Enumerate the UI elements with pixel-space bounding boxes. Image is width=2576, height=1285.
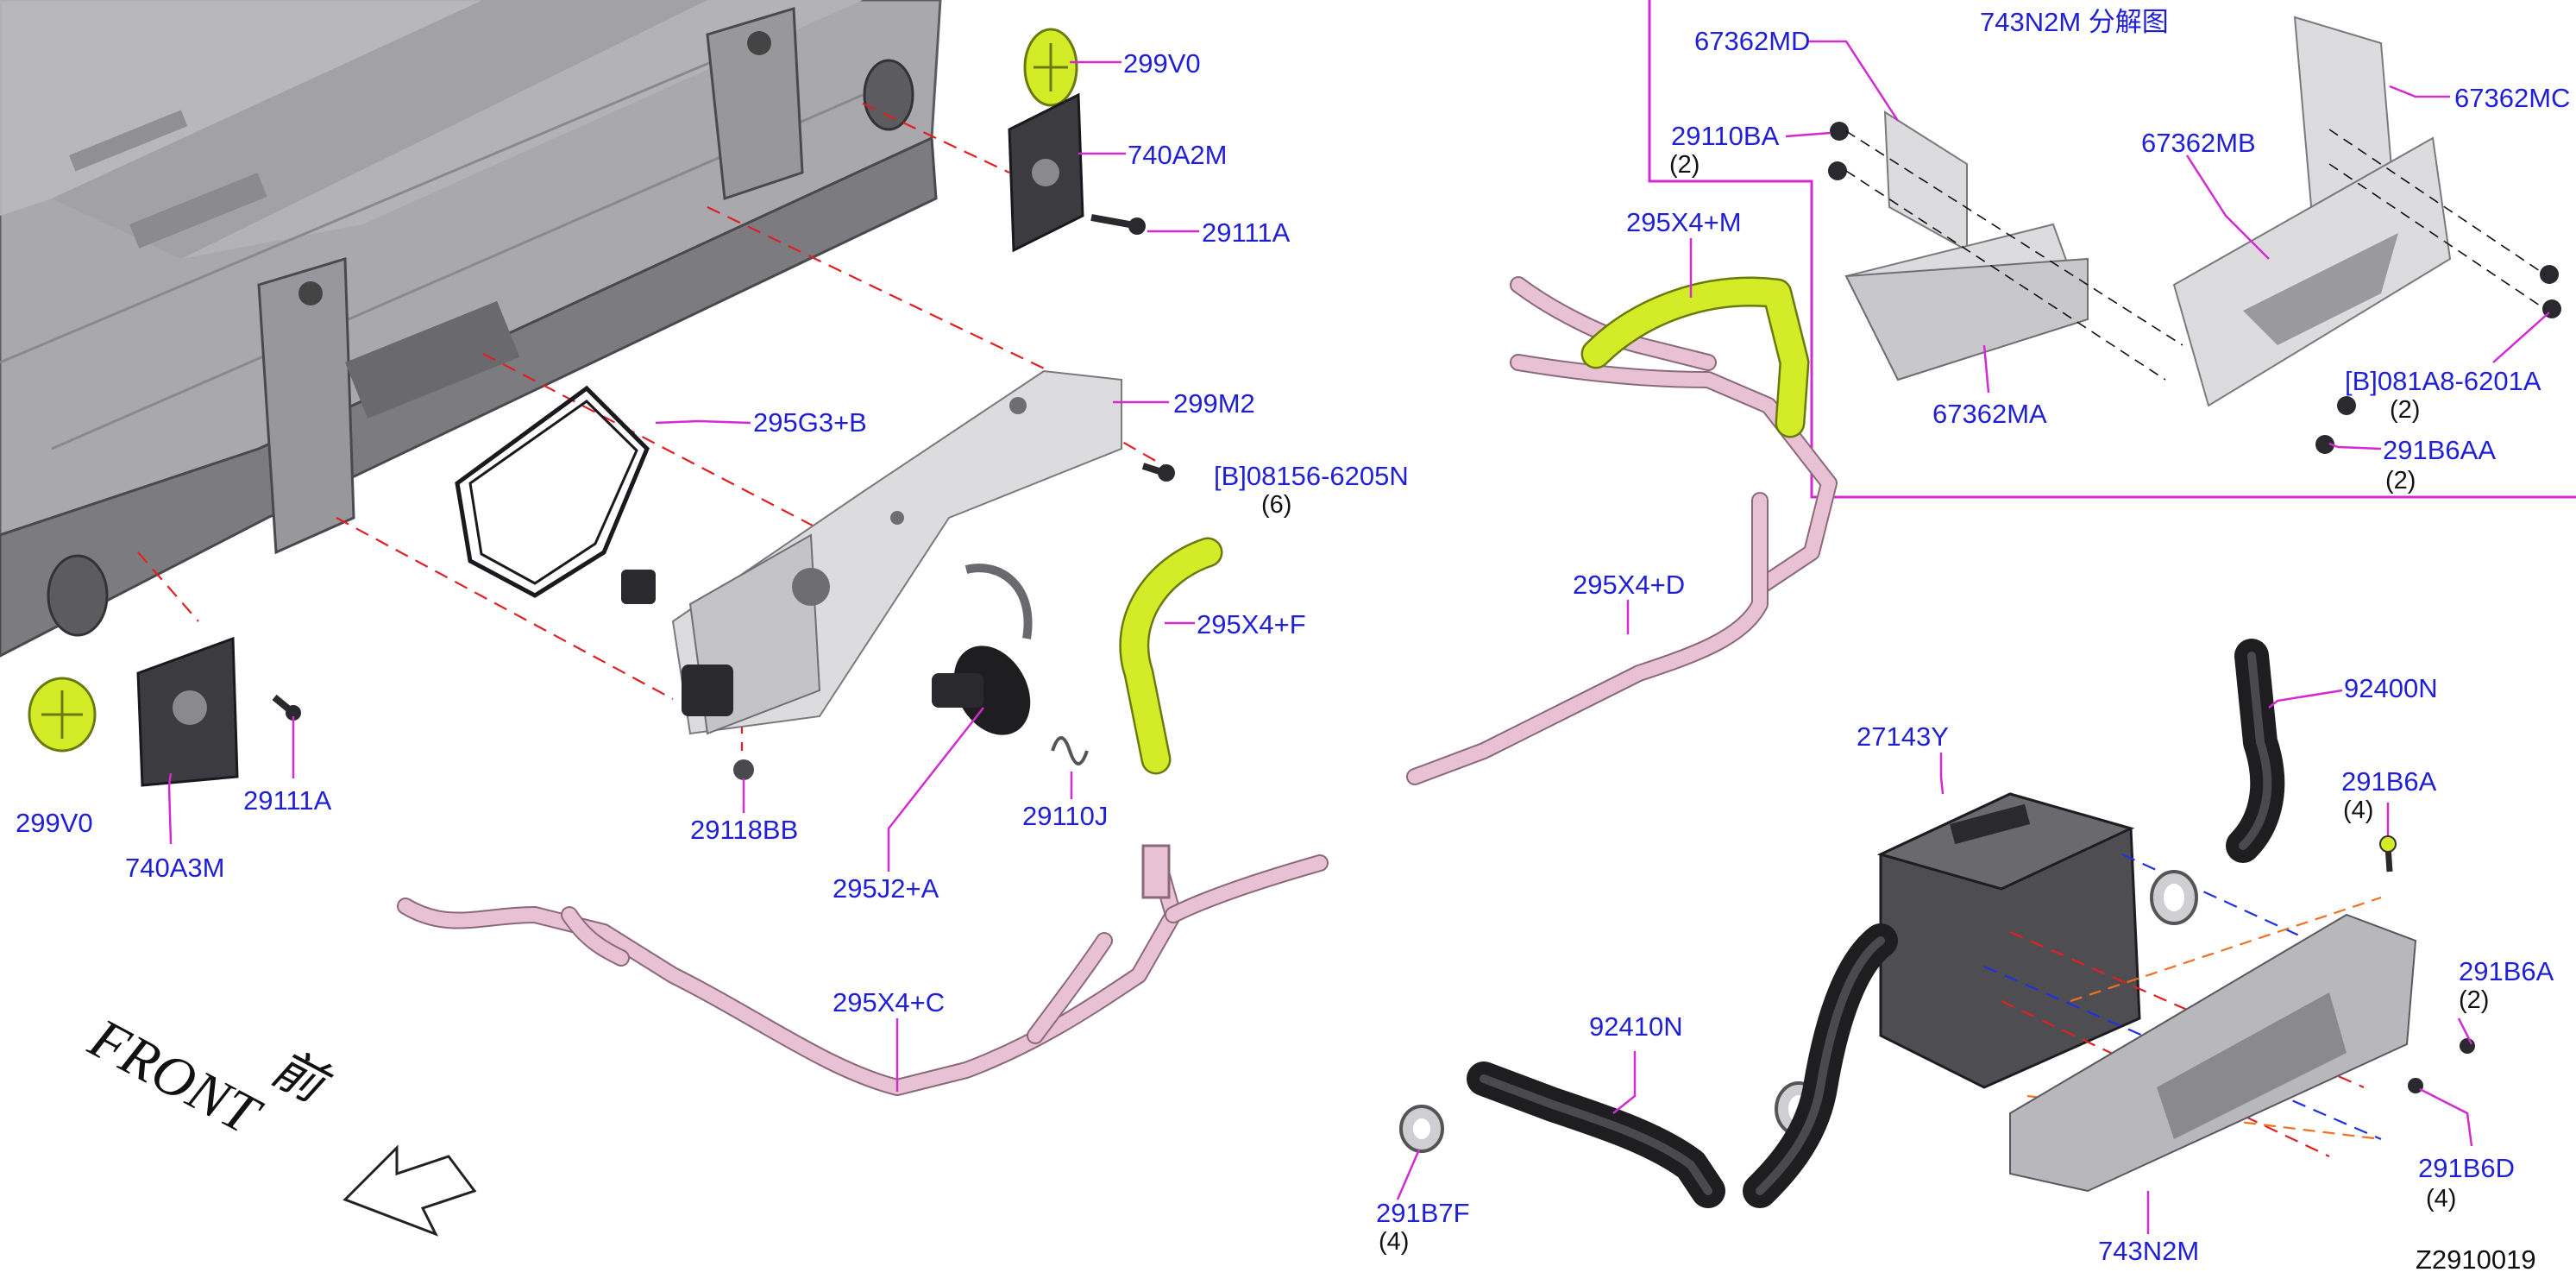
bolt-291B6A-right xyxy=(2460,1038,2475,1054)
hose-92410N xyxy=(1467,923,1898,1208)
bolt-291B6A-top xyxy=(2379,835,2397,872)
ring-clamp-1 xyxy=(2150,870,2198,925)
harness-295X4M xyxy=(1510,276,1838,595)
bolts-29110BA xyxy=(1828,122,1849,180)
label-295G3B: 295G3+B xyxy=(753,407,867,438)
label-67362MA: 67362MA xyxy=(1932,399,2047,429)
label-67362MD: 67362MD xyxy=(1694,26,1810,56)
gasket-295G3B xyxy=(455,385,650,598)
bolt-29111A-top xyxy=(1090,214,1146,235)
qty-081A8-6201A: (2) xyxy=(2390,396,2420,424)
bolt-08156-6205N xyxy=(1141,463,1175,482)
label-081A8-6201A: [B]081A8-6201A xyxy=(2345,366,2541,396)
clip-29110J xyxy=(1051,736,1089,765)
bracket-299M2 xyxy=(621,369,1122,735)
nut-29118BB xyxy=(733,759,754,780)
part-labels: 299V0 740A2M 29111A 295G3+B 299M2 [B]081… xyxy=(16,7,2570,1275)
clamp-291B7F xyxy=(1399,1105,1444,1153)
harness-295X4D xyxy=(1406,492,1769,785)
hose-295X4M xyxy=(1580,276,1810,438)
label-291B6D: 291B6D xyxy=(2418,1153,2515,1183)
label-29110BA: 29110BA xyxy=(1671,121,1780,151)
inset-title: 743N2M 分解图 xyxy=(1980,7,2169,37)
label-291B6A-top: 291B6A xyxy=(2341,766,2437,797)
bolt-29111A-left xyxy=(272,694,301,721)
label-67362MC: 67362MC xyxy=(2454,83,2570,113)
hose-92400N xyxy=(2226,639,2285,863)
label-743N2M: 743N2M xyxy=(2098,1236,2199,1266)
plate-740A3M xyxy=(136,636,239,787)
heater-27143Y xyxy=(1876,792,2141,1089)
label-740A3M: 740A3M xyxy=(125,853,224,883)
label-29110J: 29110J xyxy=(1022,801,1108,831)
hose-295X4F xyxy=(1119,537,1223,775)
battery-pack-tray xyxy=(0,0,942,658)
label-299M2: 299M2 xyxy=(1173,388,1255,419)
front-label-cn: 前 xyxy=(263,1039,339,1115)
qty-29110BA: (2) xyxy=(1669,151,1700,179)
label-27143Y: 27143Y xyxy=(1857,721,1949,752)
label-299V0-top: 299V0 xyxy=(1123,48,1201,79)
inset-assembly-lines xyxy=(1845,129,2546,381)
bolt-291B6D xyxy=(2408,1078,2423,1093)
bolts-081A8-6201A xyxy=(2540,265,2561,318)
label-295X4D: 295X4+D xyxy=(1573,570,1685,600)
label-291B7F: 291B7F xyxy=(1376,1198,1470,1228)
label-295X4F: 295X4+F xyxy=(1197,609,1306,639)
label-92410N: 92410N xyxy=(1589,1011,1683,1042)
label-295X4M: 295X4+M xyxy=(1626,207,1742,237)
bolts-291B6AA xyxy=(2315,396,2356,454)
label-29111A-left: 29111A xyxy=(243,785,332,816)
label-291B6A-right: 291B6A xyxy=(2459,956,2554,986)
label-29118BB: 29118BB xyxy=(690,815,798,845)
cap-299V0-left xyxy=(28,677,97,753)
label-295X4C: 295X4+C xyxy=(832,987,945,1017)
label-299V0-left: 299V0 xyxy=(16,808,93,838)
front-direction-arrow xyxy=(342,1144,477,1237)
qty-291B7F: (4) xyxy=(1379,1228,1409,1256)
label-29111A-top: 29111A xyxy=(1202,217,1291,248)
bracket-743N2M xyxy=(2009,913,2417,1193)
label-295J2A: 295J2+A xyxy=(832,873,939,904)
front-label-en: FRONT xyxy=(79,1006,272,1149)
qty-291B6AA: (2) xyxy=(2385,467,2416,494)
label-92400N: 92400N xyxy=(2344,673,2438,703)
qty-291B6A-right: (2) xyxy=(2459,986,2489,1014)
qty-291B6D: (4) xyxy=(2426,1185,2456,1213)
leader-lines xyxy=(167,40,2550,1234)
label-291B6AA: 291B6AA xyxy=(2383,435,2496,465)
inset-frame xyxy=(1648,0,2576,499)
bracket-67362MB xyxy=(2172,136,2452,407)
cap-299V0-top xyxy=(1023,28,1078,107)
plate-740A2M xyxy=(1008,92,1084,253)
harness-295X4C xyxy=(397,844,1329,1096)
label-67362MB: 67362MB xyxy=(2141,128,2256,158)
connector-295J2A xyxy=(932,564,1033,735)
label-08156-6205N: [B]08156-6205N xyxy=(1214,461,1409,491)
qty-08156-6205N: (6) xyxy=(1261,491,1291,519)
figure-code: Z2910019 xyxy=(2416,1244,2536,1275)
label-740A2M: 740A2M xyxy=(1128,140,1227,170)
qty-291B6A-top: (4) xyxy=(2343,797,2373,824)
bracket-67362MA xyxy=(1844,257,2089,381)
